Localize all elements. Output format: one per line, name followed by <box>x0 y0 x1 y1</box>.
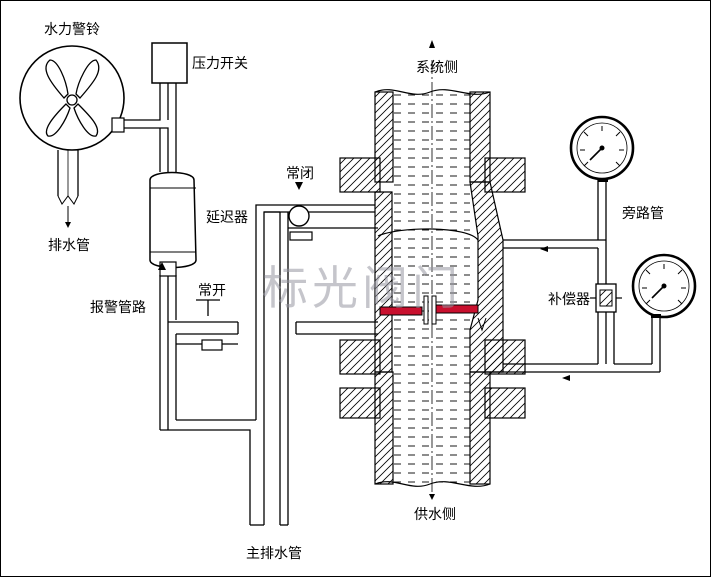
system-side-arrow <box>429 40 435 48</box>
normally-open-valve <box>196 299 223 351</box>
supply-side-arrow <box>429 494 435 500</box>
label-system-side: 系统侧 <box>416 60 458 76</box>
return-arrow <box>562 375 570 381</box>
pressure-switch-box <box>151 42 188 84</box>
water-alarm-bell <box>19 45 125 228</box>
alarm-pipes <box>124 83 256 525</box>
compensator-device <box>590 283 622 313</box>
label-delay-device: 延迟器 <box>206 210 248 226</box>
label-pressure-switch: 压力开关 <box>192 56 248 72</box>
label-supply-side: 供水侧 <box>414 507 456 523</box>
delay-device <box>149 171 197 277</box>
label-main-drain-pipe: 主排水管 <box>246 546 302 562</box>
label-alarm-pipeline: 报警管路 <box>90 300 146 316</box>
alarm-pipe-arrow <box>158 262 166 270</box>
normally-closed-valve <box>288 182 313 241</box>
bypass-arrow <box>540 246 548 252</box>
pressure-gauge-lower-icon <box>631 253 697 319</box>
main-drain-pipe <box>250 204 378 526</box>
label-drain-pipe: 排水管 <box>48 238 90 254</box>
label-water-alarm: 水力警铃 <box>44 22 100 38</box>
watermark: 标光阀门 <box>262 261 462 315</box>
label-normally-open: 常开 <box>198 283 226 299</box>
label-normally-closed: 常闭 <box>286 166 314 182</box>
valve-clapper <box>379 295 487 332</box>
valve-body <box>339 60 526 500</box>
pressure-gauge-upper-icon <box>569 115 635 182</box>
alarm-bell-impeller-icon <box>45 59 100 137</box>
label-bypass-pipe: 旁路管 <box>622 206 664 222</box>
bypass-pipes <box>490 180 661 373</box>
label-compensator: 补偿器 <box>548 292 590 308</box>
